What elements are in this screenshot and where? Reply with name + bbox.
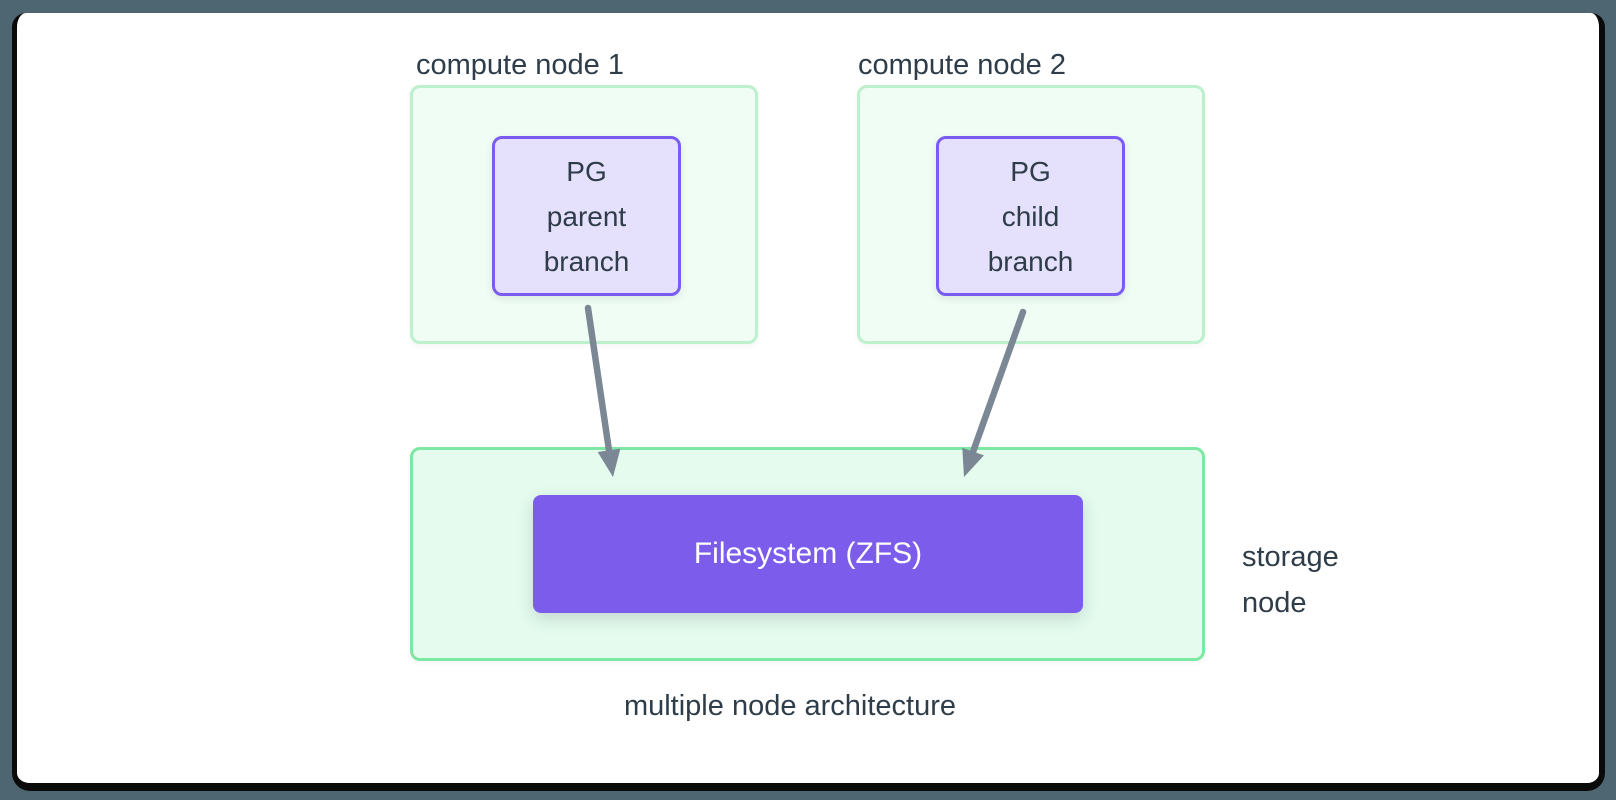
pg-child-branch-box: PG child branch — [936, 136, 1125, 296]
pg-parent-line-2: parent — [546, 200, 627, 232]
storage-node-label: storage node — [1242, 534, 1339, 626]
storage-node-label-line-1: storage — [1242, 541, 1339, 573]
storage-node-label-line-2: node — [1242, 587, 1307, 619]
pg-parent-line-3: branch — [543, 245, 630, 277]
diagram-card — [12, 13, 1605, 791]
diagram-caption: multiple node architecture — [623, 690, 957, 722]
pg-parent-branch-box: PG parent branch — [492, 136, 681, 296]
pg-child-line-2: child — [1001, 200, 1060, 232]
filesystem-zfs-box: Filesystem (ZFS) — [533, 495, 1083, 613]
pg-child-line-3: branch — [987, 245, 1074, 277]
compute-node-1-title: compute node 1 — [416, 49, 624, 81]
pg-child-line-1: PG — [1010, 155, 1051, 187]
filesystem-zfs-label: Filesystem (ZFS) — [693, 537, 923, 570]
pg-parent-line-1: PG — [566, 155, 607, 187]
compute-node-2-title: compute node 2 — [858, 49, 1066, 81]
